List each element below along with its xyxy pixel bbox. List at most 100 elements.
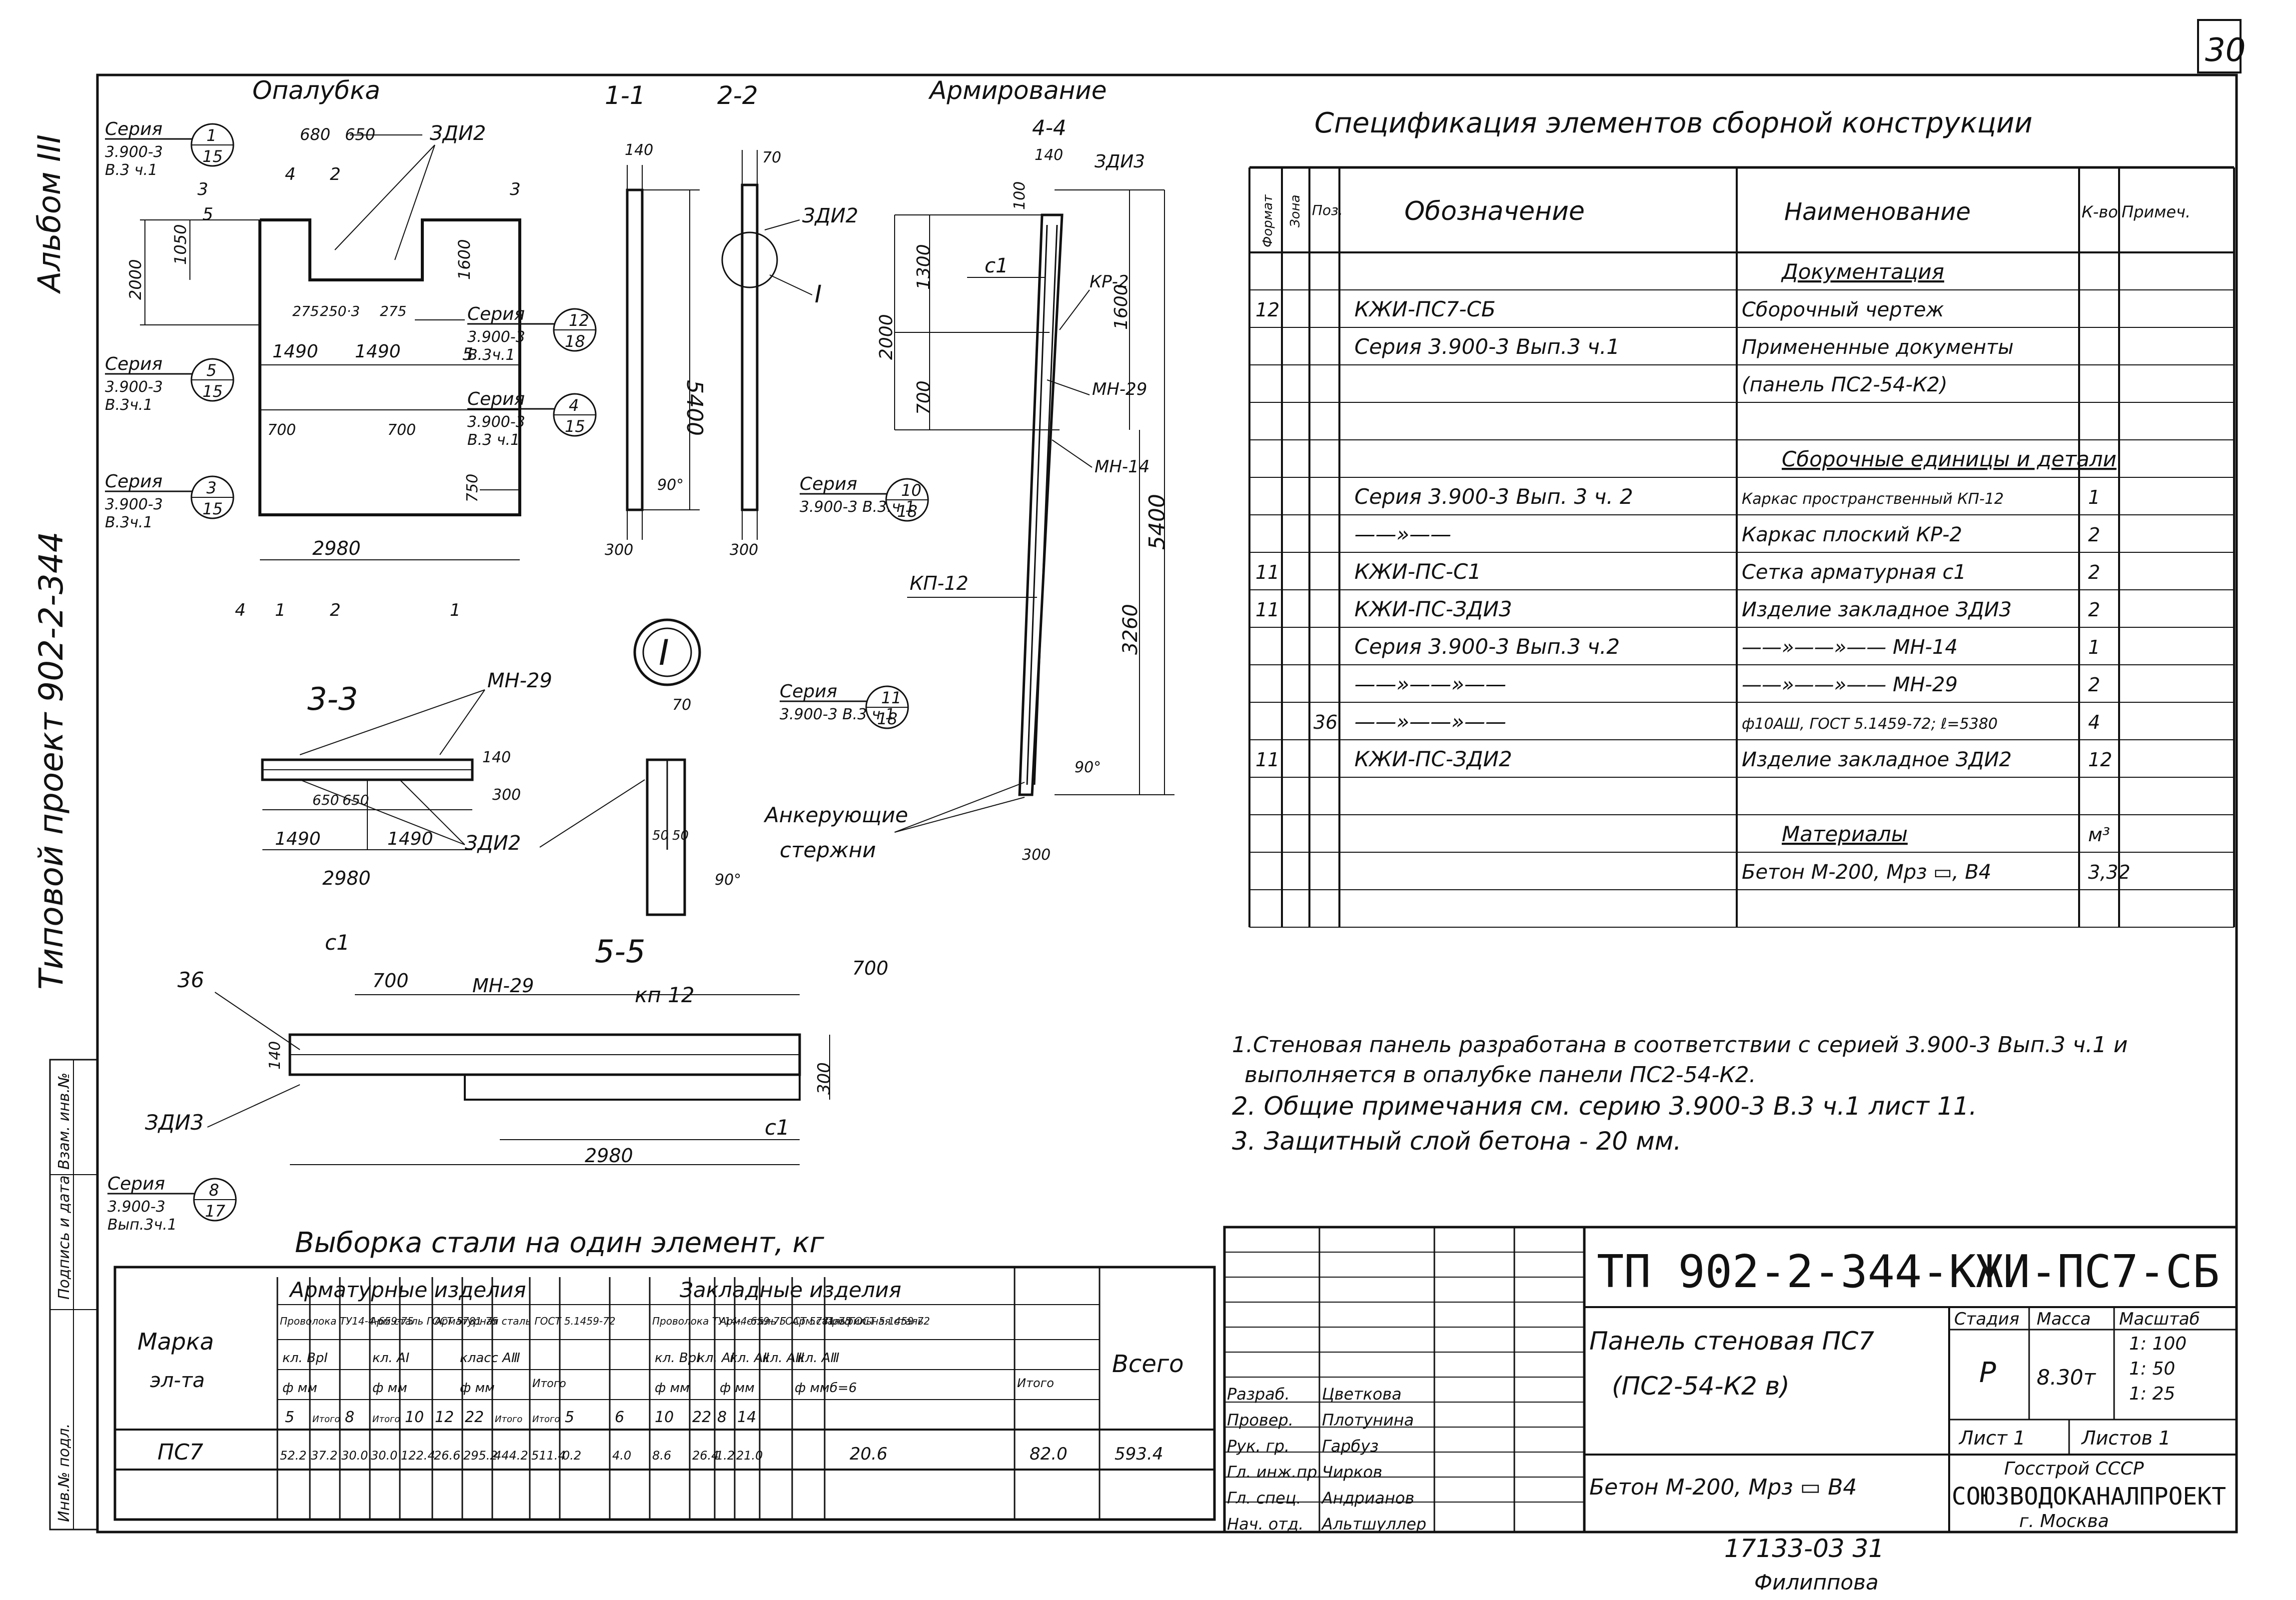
dim-275: 275 — [292, 303, 319, 319]
label-mn29: МН-29 — [1092, 379, 1147, 399]
series-sheet: 18 — [877, 709, 898, 728]
dim-5400-c: 5400 — [1145, 494, 1170, 550]
dim-90: 90° — [657, 476, 684, 494]
series-line-1: 3.900-3 — [105, 496, 163, 513]
series-sheet: 18 — [565, 332, 585, 351]
dim-250x3: 250·3 — [320, 303, 360, 319]
tb-person: Чирков — [1322, 1463, 1382, 1482]
spec-cell-designation: Серия 3.900-3 Вып.3 ч.1 — [1354, 334, 1620, 359]
steel-diameter: Итого — [532, 1414, 560, 1425]
spec-cell-name: Сетка арматурная с1 — [1742, 561, 1966, 584]
steel-row-value: 8.6 — [652, 1449, 671, 1463]
dim-700b: 700 — [387, 421, 416, 439]
series-line-2: В.3 ч.1 — [105, 161, 157, 179]
steel-row-mark: ПС7 — [157, 1440, 203, 1465]
steel-frame — [113, 1266, 1216, 1521]
dim-1050: 1050 — [171, 224, 190, 265]
spec-head-pos: Поз. — [1312, 202, 1343, 218]
tb-sheets: Листов 1 — [2081, 1427, 2171, 1449]
section-4-4-view: 140 100 1300 1600 2000 700 5400 3260 300… — [763, 146, 1174, 864]
tb-scale: 1: 100 — [2129, 1334, 2187, 1354]
series-number: 3 — [206, 478, 216, 497]
steel-class: класс АⅢ — [460, 1351, 520, 1366]
spec-head-qty: К-во — [2082, 202, 2118, 221]
steel-class: кл. АⅢ — [797, 1351, 840, 1366]
spec-cell-name: Изделие закладное ЗДИ2 — [1742, 748, 2012, 771]
note-1a: 1.Стеновая панель разработана в соответс… — [1232, 1032, 2128, 1058]
spec-cell-name: Сборочные единицы и детали — [1782, 447, 2117, 471]
dim-275b: 275 — [380, 303, 406, 319]
svg-text:1: 1 — [450, 600, 461, 620]
reinforcement-heading: Армирование — [928, 76, 1107, 105]
series-line-1: 3.900-3 — [107, 1198, 165, 1216]
dim-2980: 2980 — [312, 537, 361, 559]
steel-diam-head: б=6 — [830, 1381, 857, 1396]
spec-title: Спецификация элементов сборной конструкц… — [1314, 107, 2033, 139]
steel-row-value: 4.0 — [612, 1449, 631, 1463]
label-mn29-b: МН-29 — [487, 669, 552, 692]
label-c1-b: с1 — [325, 930, 350, 955]
series-line-2: В.3ч.1 — [105, 514, 153, 531]
series-title: Серия — [467, 389, 525, 409]
dim-300: 300 — [605, 541, 633, 559]
spec-cell-name: ——»——»—— МН-29 — [1742, 673, 1958, 696]
spec-cell-pos: 36 — [1313, 711, 1337, 733]
spec-cell-designation: ——»——»—— — [1354, 672, 1506, 696]
series-line-1: 3.900-3 — [467, 328, 525, 346]
steel-row-value: 82.0 — [1030, 1444, 1068, 1464]
steel-diameter: 22 — [692, 1409, 711, 1426]
section-2-2-heading: 2-2 — [717, 81, 758, 110]
series-title: Серия — [105, 354, 162, 374]
steel-diameter: 10 — [655, 1409, 674, 1426]
tb-person: Альтшуллер — [1321, 1515, 1426, 1534]
tb-role: Провер. — [1227, 1411, 1293, 1430]
steel-row-value: 30.0 — [341, 1449, 368, 1463]
series-number: 10 — [901, 481, 922, 500]
tb-person: Андрианов — [1321, 1489, 1414, 1508]
label-zdi2-b: ЗДИ2 — [802, 204, 858, 227]
steel-class: кл. АⅡ — [730, 1351, 770, 1366]
sheet-frame: 30 — [96, 19, 2246, 1534]
steel-diameter: Итого — [372, 1414, 400, 1425]
series-line-1: 3.900-3 В.3.ч.1 — [800, 498, 915, 516]
tb-role: Разраб. — [1227, 1385, 1290, 1404]
tb-sheet: Лист 1 — [1958, 1427, 2026, 1449]
svg-text:3: 3 — [197, 179, 208, 199]
dim-5400: 5400 — [682, 380, 707, 436]
series-number: 5 — [206, 361, 216, 380]
steel-head-embedded: Закладные изделия — [680, 1278, 901, 1302]
dim-1490b-d: 1490 — [387, 829, 433, 849]
view-headings: Опалубка 1-1 2-2 Армирование 4-4 3-3 5-5 — [252, 76, 1107, 970]
steel-diameter: 12 — [435, 1409, 454, 1426]
series-line-1: 3.900-3 — [467, 413, 525, 431]
section-4-4-heading: 4-4 — [1032, 115, 1067, 140]
series-number: 11 — [881, 688, 902, 707]
steel-diameter: Итого — [312, 1414, 340, 1425]
svg-text:4: 4 — [285, 164, 296, 184]
steel-head-marka-2: эл-та — [150, 1369, 205, 1392]
dim-2000: 2000 — [126, 259, 145, 300]
spec-cell-designation: Серия 3.900-3 Вып. 3 ч. 2 — [1354, 484, 1633, 509]
steel-diameter: 5 — [285, 1409, 294, 1426]
dim-50-e: 50 — [652, 828, 669, 843]
dim-1490b: 1490 — [355, 341, 401, 362]
svg-text:1: 1 — [275, 600, 286, 620]
dim-700-c: 700 — [914, 380, 934, 415]
label-mn14: МН-14 — [1095, 457, 1149, 477]
note-1b: выполняется в опалубке панели ПС2-54-К2. — [1244, 1062, 1756, 1088]
section-1-1-heading: 1-1 — [605, 81, 646, 110]
steel-title: Выборка стали на один элемент, кг — [295, 1227, 824, 1259]
series-sheet: 15 — [202, 147, 223, 166]
spec-cell-format: 12 — [1255, 299, 1279, 321]
spec-head-zone: Зона — [1288, 194, 1303, 227]
tb-concrete: Бетон М-200, Мрз ▭ В4 — [1589, 1475, 1857, 1500]
series-number: 1 — [206, 126, 216, 145]
spec-cell-designation: КЖИ-ПС7-СБ — [1354, 297, 1496, 321]
series-number: 8 — [209, 1181, 219, 1200]
steel-row-value: 52.2 — [280, 1449, 306, 1463]
reinf-panel-profile — [1018, 213, 1064, 796]
